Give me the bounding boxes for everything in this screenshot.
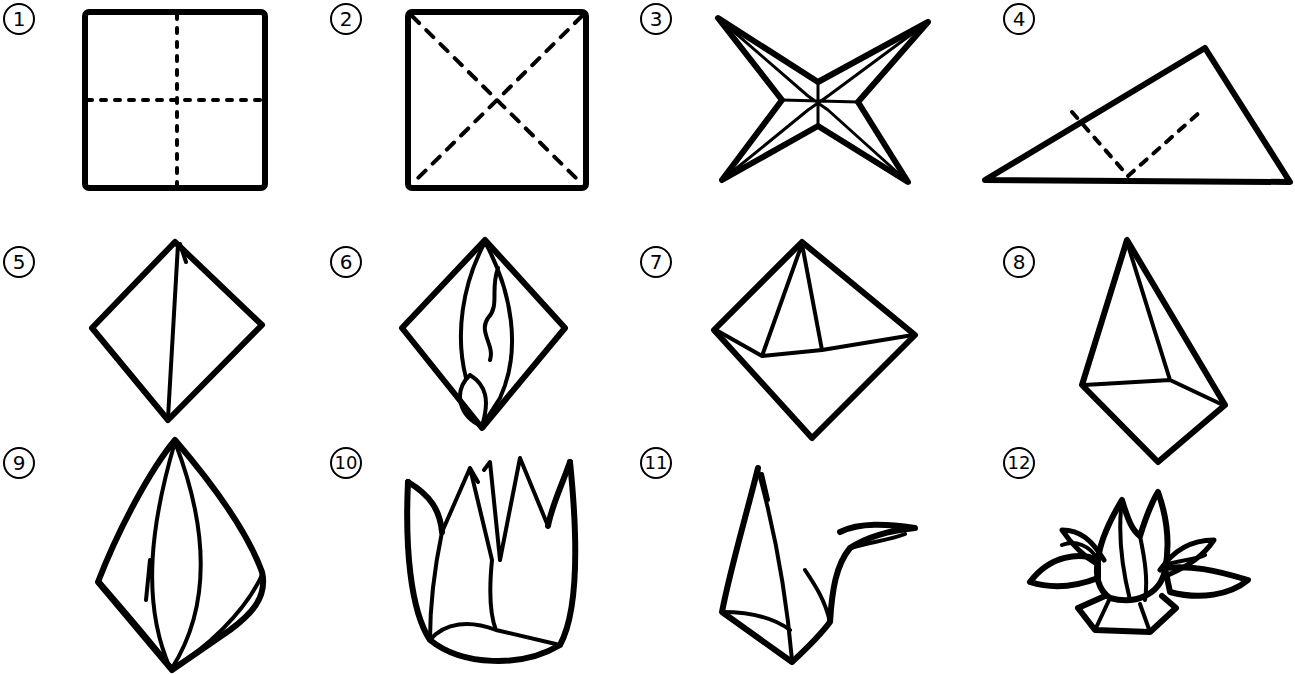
step-5-diamond	[92, 242, 262, 420]
callout-circle	[4, 4, 1034, 478]
step-6-diamond	[402, 240, 565, 428]
callout-number: 3	[641, 4, 671, 34]
callout-number: 9	[4, 448, 34, 478]
callout-number: 6	[331, 247, 361, 277]
callout-number: 11	[641, 448, 671, 478]
callout-number: 2	[331, 4, 361, 34]
callout-number: 1	[4, 4, 34, 34]
callout-number: 5	[4, 247, 34, 277]
callout-number: 8	[1004, 247, 1034, 277]
step-10-tulip	[407, 458, 575, 661]
step-4-triangle	[985, 48, 1290, 182]
step-8-kite	[1082, 240, 1225, 462]
callout-number: 4	[1004, 4, 1034, 34]
callout-number: 12	[1004, 448, 1034, 478]
step-9-bud	[98, 440, 263, 670]
callout-number: 7	[641, 247, 671, 277]
step-1-square	[85, 12, 265, 188]
step-2-square	[408, 12, 586, 188]
step-11-tulip	[722, 468, 915, 662]
step-7-diamond	[714, 242, 915, 438]
step-3-star	[718, 18, 928, 182]
step-12-tulip	[1030, 492, 1248, 632]
callout-number: 10	[331, 448, 361, 478]
